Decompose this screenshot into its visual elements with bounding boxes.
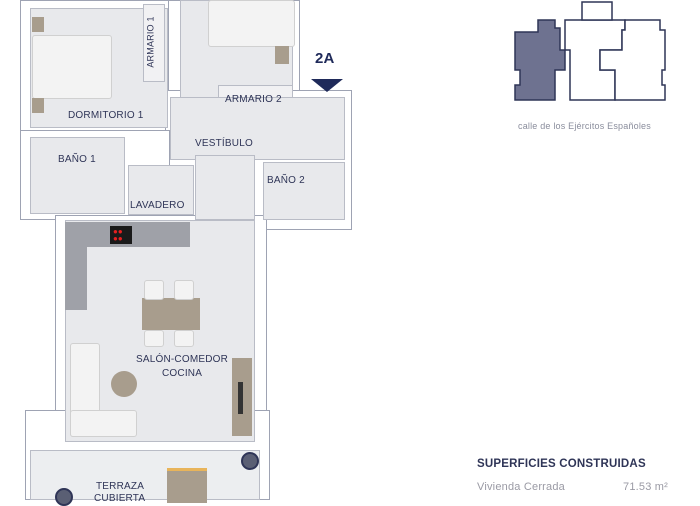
- dining-table: [142, 298, 200, 330]
- cooktop-icon: ●●●●: [110, 226, 132, 244]
- room-vestibulo-lower: [195, 155, 255, 220]
- nightstand: [32, 98, 44, 113]
- kitchen-counter-side: [65, 245, 87, 310]
- label-salon-comedor: SALÓN-COMEDOR: [136, 354, 229, 365]
- chair: [174, 280, 194, 300]
- key-plan-highlight: [514, 19, 566, 101]
- unit-label: 2A: [315, 50, 335, 67]
- chair: [144, 330, 164, 347]
- label-cocina: COCINA: [162, 368, 203, 379]
- sofa-chaise: [70, 410, 137, 437]
- key-plan: [514, 1, 666, 101]
- room-armario-1: [143, 4, 165, 82]
- label-bano-1: BAÑO 1: [58, 154, 96, 165]
- label-terraza: TERRAZA: [96, 481, 145, 492]
- nightstand: [275, 46, 289, 64]
- key-plan-caption: calle de los Ejércitos Españoles: [518, 121, 651, 131]
- label-armario-1: ARMARIO 1: [145, 16, 156, 68]
- bed-1: [32, 35, 112, 99]
- surface-row-value: 71.53 m²: [623, 481, 669, 493]
- floor-plan: ●●●● ARMARIO 1 DORMITORIO 1 ARMARIO 2 VE…: [20, 0, 352, 506]
- coffee-table: [111, 371, 137, 397]
- column-icon: [55, 488, 73, 506]
- entrance-arrow-icon: [311, 79, 343, 92]
- room-lavadero: [128, 165, 194, 215]
- bed-2: [208, 0, 295, 47]
- room-bano-2: [263, 162, 345, 220]
- surface-row-label: Vivienda Cerrada: [477, 481, 565, 493]
- column-icon: [241, 452, 259, 470]
- label-lavadero: LAVADERO: [130, 200, 185, 211]
- key-plan-block: [599, 19, 666, 101]
- label-armario-2: ARMARIO 2: [225, 94, 282, 105]
- room-bano-1: [30, 137, 125, 214]
- terrace-table: [167, 468, 207, 503]
- nightstand: [32, 17, 44, 32]
- room-vestibulo: [170, 97, 345, 160]
- label-bano-2: BAÑO 2: [267, 175, 305, 186]
- label-vestibulo: VESTÍBULO: [195, 138, 253, 149]
- key-plan-block: [581, 1, 613, 21]
- surfaces-title: SUPERFICIES CONSTRUIDAS: [477, 458, 646, 470]
- label-cubierta: CUBIERTA: [94, 493, 146, 504]
- label-dormitorio-1: DORMITORIO 1: [68, 110, 144, 121]
- chair: [174, 330, 194, 347]
- tv: [238, 382, 243, 414]
- chair: [144, 280, 164, 300]
